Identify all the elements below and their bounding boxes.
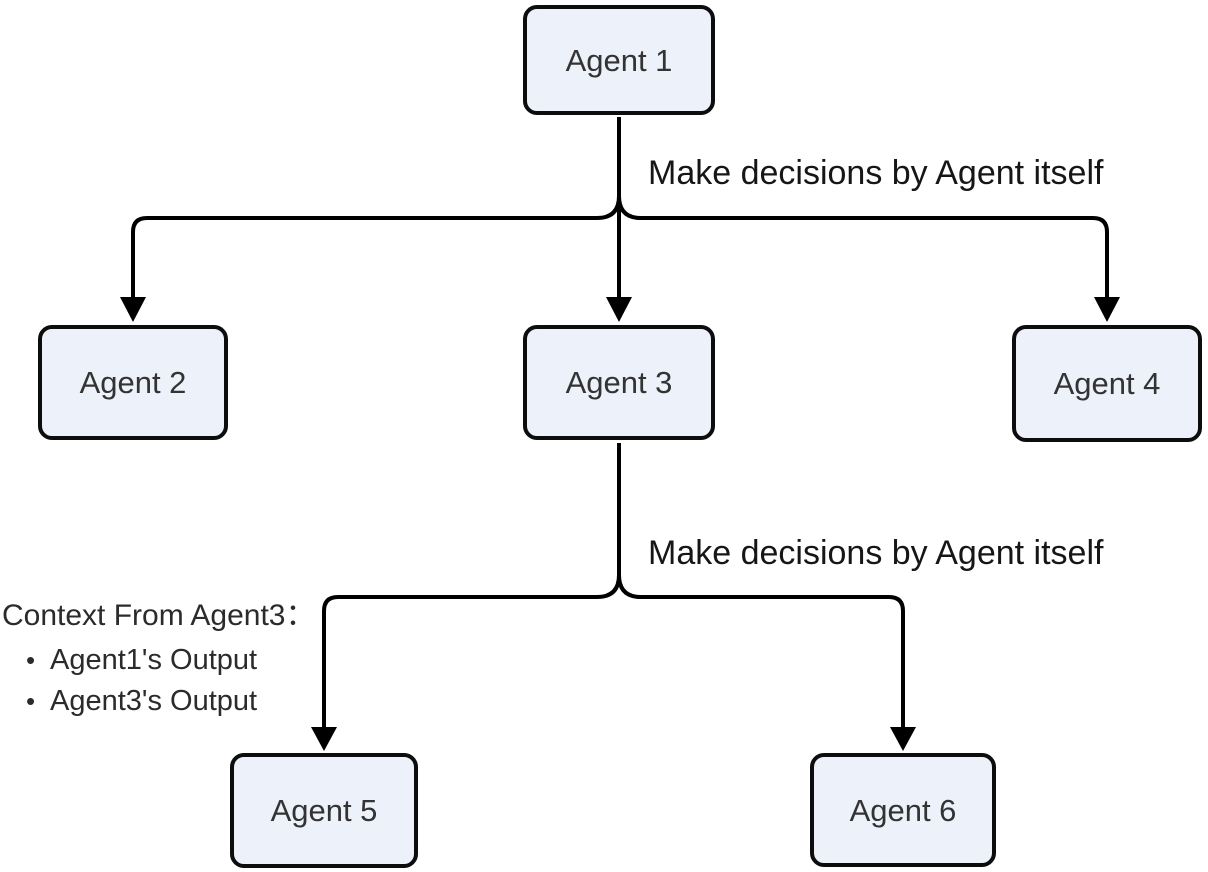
context-note-item: • Agent1's Output (2, 643, 315, 676)
edge-label-agent3-branching: Make decisions by Agent itself (648, 534, 1104, 572)
context-note-item-text: Agent1's Output (50, 643, 258, 676)
edge-agent3-agent5 (322, 574, 621, 727)
arrowhead-agent5 (311, 727, 337, 751)
bullet-icon: • (26, 685, 36, 716)
arrowhead-agent4 (1094, 297, 1120, 322)
node-agent2-label: Agent 2 (79, 365, 187, 400)
edge-label-agent1-branching: Make decisions by Agent itself (648, 154, 1104, 192)
node-agent1: Agent 1 (523, 5, 715, 115)
node-agent6: Agent 6 (810, 753, 996, 867)
node-agent4-label: Agent 4 (1053, 366, 1161, 401)
node-agent2: Agent 2 (38, 325, 228, 440)
context-note: Context From Agent3： • Agent1's Output •… (2, 599, 315, 716)
edge-agent1-agent2 (131, 195, 621, 297)
node-agent5: Agent 5 (230, 753, 418, 868)
node-agent1-label: Agent 1 (565, 42, 673, 78)
node-agent6-label: Agent 6 (849, 792, 957, 828)
arrowhead-agent6 (890, 727, 916, 751)
context-note-item: • Agent3's Output (2, 684, 315, 717)
arrowhead-agent2 (120, 297, 146, 322)
node-agent4: Agent 4 (1012, 325, 1202, 442)
node-agent3-label: Agent 3 (565, 365, 673, 400)
context-note-item-text: Agent3's Output (50, 684, 258, 717)
context-note-title: Context From Agent3： (2, 599, 316, 632)
edge-agent1-agent4 (617, 195, 1109, 297)
edge-agent3-agent6 (617, 574, 905, 727)
node-agent3: Agent 3 (523, 325, 715, 440)
arrowhead-agent3 (606, 297, 632, 322)
bullet-icon: • (26, 644, 36, 675)
node-agent5-label: Agent 5 (270, 793, 378, 828)
